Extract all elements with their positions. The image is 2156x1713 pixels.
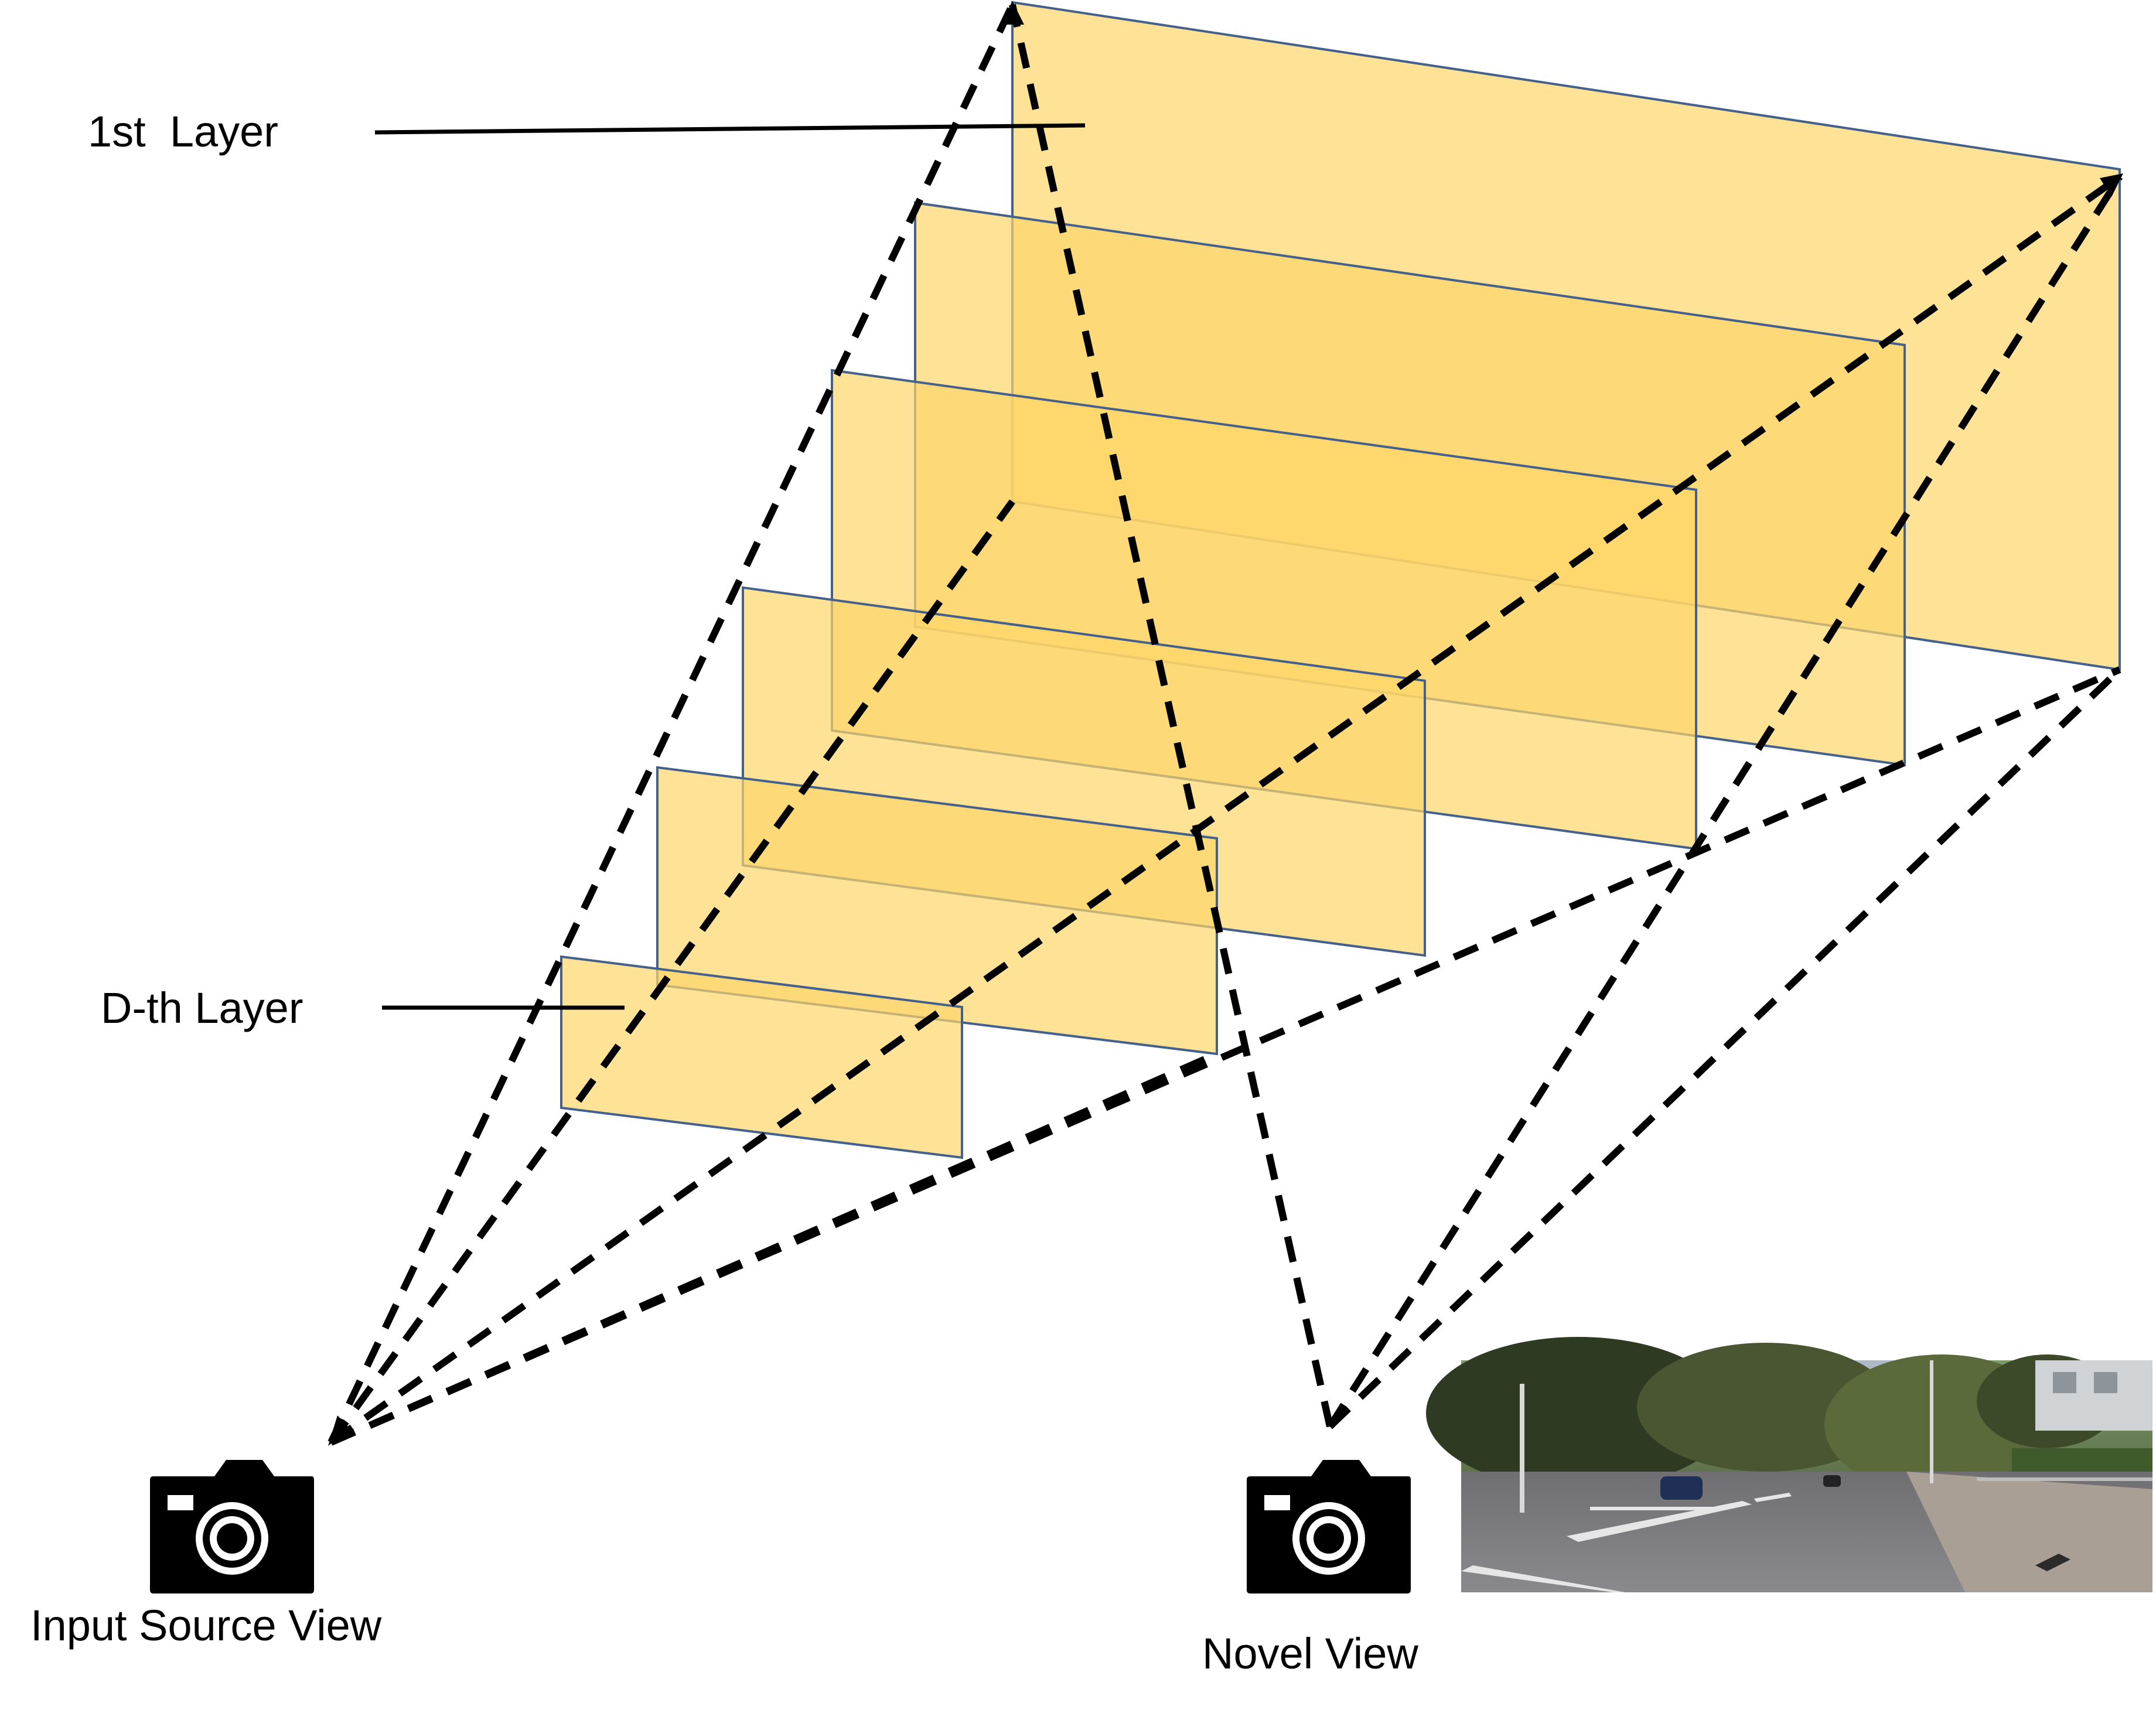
label-dth-layer: D-th Layer — [101, 984, 303, 1032]
ray-input-center — [328, 499, 1015, 1445]
novel-view-street-photo — [1426, 1337, 2152, 1592]
ray-input-top — [328, 3, 1016, 1444]
arrowhead-right — [2100, 173, 2123, 197]
label-first-layer: 1st Layer — [88, 107, 278, 156]
ray-input-right-top — [329, 174, 2122, 1445]
ray-novel-right-bottom — [1327, 667, 2123, 1429]
camera-icon — [1247, 1460, 1411, 1593]
ray-novel-right-top — [1326, 175, 2123, 1429]
mpi-planes — [560, 1, 2121, 1159]
arrowhead-top — [1001, 1, 1024, 25]
plane-layer-5 — [656, 766, 1218, 1056]
label-novel-view: Novel View — [1202, 1629, 1418, 1678]
ray-novel-top — [1009, 4, 1333, 1428]
label-input-source-view: Input Source View — [30, 1601, 382, 1650]
ray-input-right-bottom — [329, 666, 2121, 1446]
plane-layer-d — [560, 955, 963, 1159]
arrowhead-input — [328, 1415, 350, 1446]
leader-line-first-layer — [374, 123, 1086, 135]
ray-input-bottom — [329, 1050, 1219, 1446]
camera-icon — [150, 1460, 314, 1593]
camera-frustum-rays — [328, 3, 2123, 1446]
ray-arrowheads — [328, 1, 2123, 1446]
ray-novel-bottom — [1243, 1053, 1333, 1428]
